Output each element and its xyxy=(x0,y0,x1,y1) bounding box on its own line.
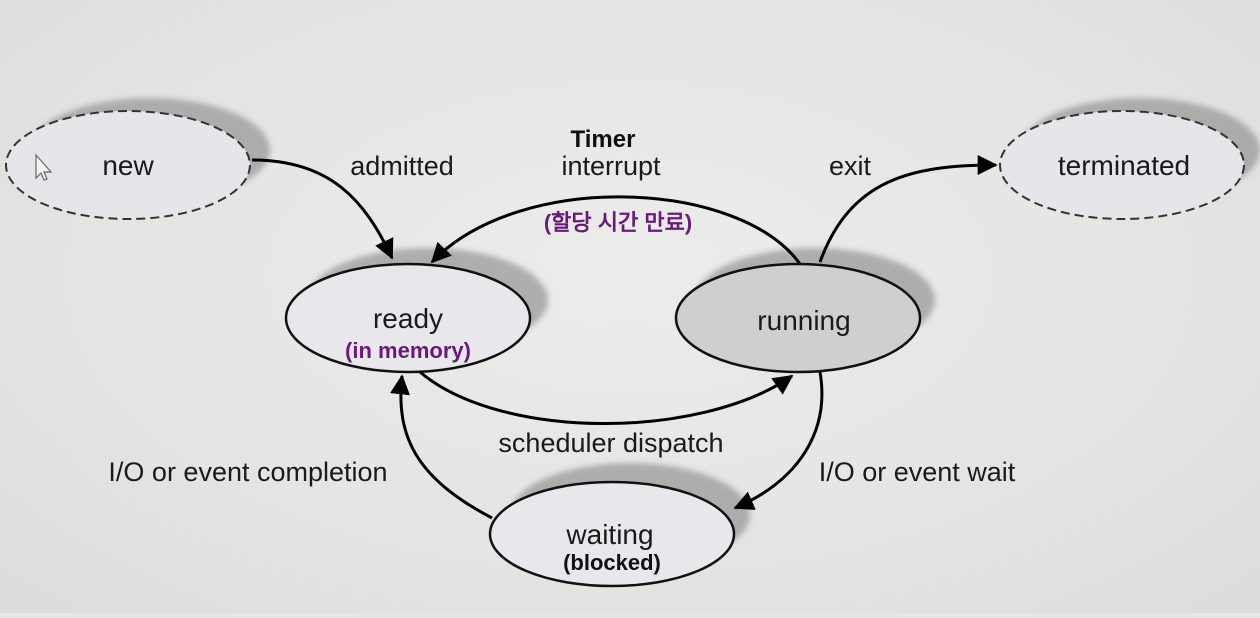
state-terminated: terminated xyxy=(999,110,1245,220)
state-running: running xyxy=(674,262,922,374)
state-new: new xyxy=(5,110,251,220)
state-waiting-label: waiting xyxy=(565,519,653,550)
state-waiting-note: (blocked) xyxy=(563,550,661,575)
state-ready-note: (in memory) xyxy=(345,338,471,363)
label-admitted: admitted xyxy=(350,151,454,181)
state-running-label: running xyxy=(757,305,850,336)
state-ready-label: ready xyxy=(373,303,443,334)
state-terminated-label: terminated xyxy=(1058,150,1190,181)
label-timer: Timer xyxy=(571,126,636,153)
state-ready-shape xyxy=(284,262,532,374)
state-new-shape xyxy=(5,110,251,220)
edge-io-wait xyxy=(733,371,824,510)
edge-io-completion xyxy=(390,374,493,520)
state-waiting-shape xyxy=(488,480,736,588)
edge-timer-interrupt xyxy=(430,195,802,265)
label-interrupt: interrupt xyxy=(561,151,661,181)
edge-scheduler-dispatch xyxy=(419,370,794,425)
edge-admitted xyxy=(251,158,394,260)
label-exit: exit xyxy=(829,151,872,181)
label-timer-note: (할당 시간 만료) xyxy=(544,210,692,235)
state-running-shape xyxy=(674,262,922,374)
state-terminated-shape xyxy=(999,110,1245,220)
label-scheduler-dispatch: scheduler dispatch xyxy=(498,428,723,458)
state-new-label: new xyxy=(102,150,154,181)
edge-exit xyxy=(818,155,998,263)
state-ready: ready (in memory) xyxy=(284,262,532,374)
edges xyxy=(251,155,998,520)
state-waiting: waiting (blocked) xyxy=(488,480,736,588)
label-io-completion: I/O or event completion xyxy=(108,457,387,487)
label-io-wait: I/O or event wait xyxy=(819,457,1016,487)
mouse-cursor-icon xyxy=(35,153,53,181)
